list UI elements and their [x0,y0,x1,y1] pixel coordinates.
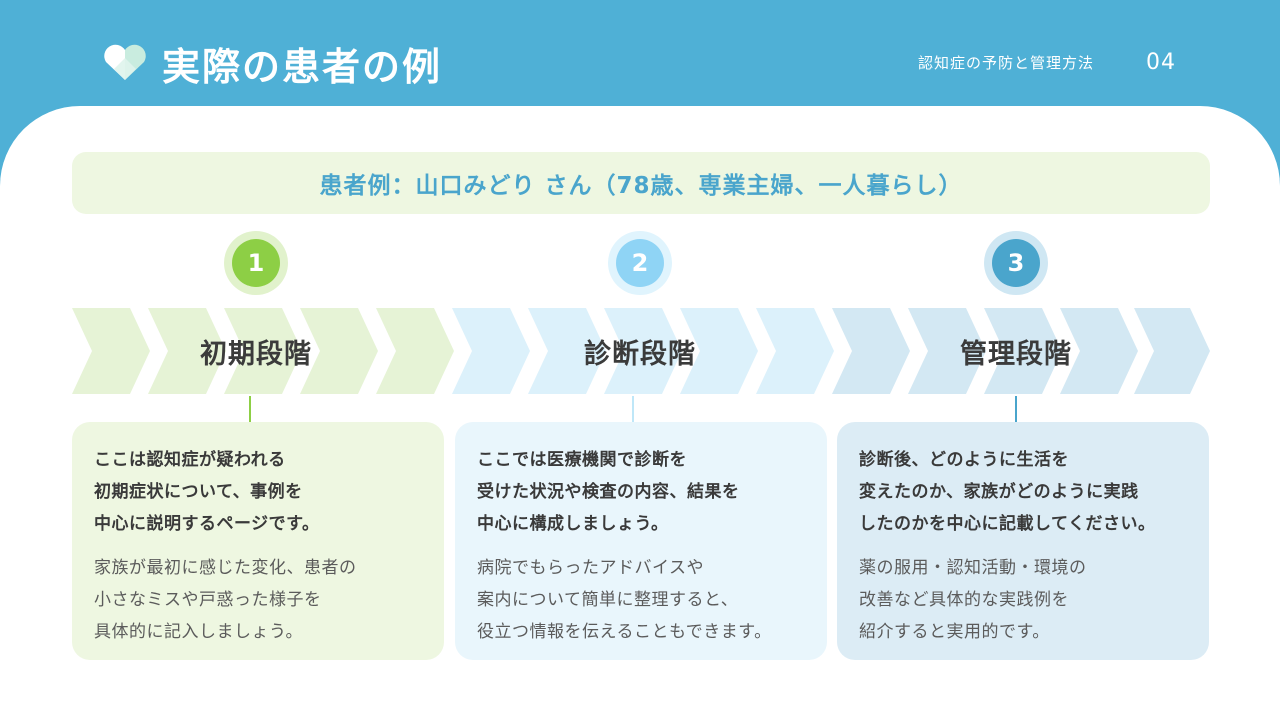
connector-line-2 [632,396,634,424]
step-number-1: 1 [232,239,280,287]
body-line: 紹介すると実用的です。 [859,622,1050,642]
lead-line: ここでは医療機関で診断を [477,450,687,470]
chevron-group-3 [832,308,1210,394]
body-line: 案内について簡単に整理すると、 [477,590,739,610]
lead-line: 受けた状況や検査の内容、結果を [477,482,740,502]
lead-line: 中心に構成しましょう。 [477,514,669,534]
body-line: 具体的に記入しましょう。 [94,622,303,642]
step-number-2: 2 [616,239,664,287]
phase-arrow-band [72,308,1210,394]
body-line: 病院でもらったアドバイスや [477,558,704,578]
page-number: 04 [1146,50,1176,75]
body-line: 改善など具体的な実践例を [859,590,1069,610]
card-body-text: 家族が最初に感じた変化、患者の 小さなミスや戸惑った様子を 具体的に記入しましょ… [94,552,424,648]
chevron-group-2 [452,308,834,394]
phase-label-diagnosis: 診断段階 [584,339,696,370]
lead-line: 初期症状について、事例を [94,482,303,502]
body-line: 役立つ情報を伝えることもできます。 [477,622,772,642]
lead-line: したのかを中心に記載してください。 [859,514,1156,534]
step-number-3: 3 [992,239,1040,287]
step-card-management: 診断後、どのように生活を 変えたのか、家族がどのように実践 したのかを中心に記載… [837,422,1209,660]
phase-label-management: 管理段階 [960,339,1072,370]
card-lead-text: ここは認知症が疑われる 初期症状について、事例を 中心に説明するページです。 [94,444,424,540]
presentation-subtitle: 認知症の予防と管理方法 [918,54,1095,72]
body-line: 薬の服用・認知活動・環境の [859,558,1087,578]
step-badge-3: 3 [984,231,1048,295]
patient-banner: 患者例：山口みどり さん（78歳、専業主婦、一人暮らし） [72,152,1210,214]
step-badge-2: 2 [608,231,672,295]
step-card-initial: ここは認知症が疑われる 初期症状について、事例を 中心に説明するページです。 家… [72,422,444,660]
connector-line-3 [1015,396,1017,424]
card-body-text: 病院でもらったアドバイスや 案内について簡単に整理すると、 役立つ情報を伝えるこ… [477,552,807,648]
body-line: 家族が最初に感じた変化、患者の [94,558,357,578]
step-badge-1: 1 [224,231,288,295]
lead-line: 診断後、どのように生活を [859,450,1069,470]
card-lead-text: 診断後、どのように生活を 変えたのか、家族がどのように実践 したのかを中心に記載… [859,444,1189,540]
lead-line: 変えたのか、家族がどのように実践 [859,482,1139,502]
card-lead-text: ここでは医療機関で診断を 受けた状況や検査の内容、結果を 中心に構成しましょう。 [477,444,807,540]
page-title: 実際の患者の例 [162,45,443,89]
header-bar: 実際の患者の例 認知症の予防と管理方法 04 [0,0,1280,120]
step-card-diagnosis: ここでは医療機関で診断を 受けた状況や検査の内容、結果を 中心に構成しましょう。… [455,422,827,660]
patient-label: 患者例：山口みどり さん（78歳、専業主婦、一人暮らし） [319,173,963,199]
lead-line: ここは認知症が疑われる [94,450,286,470]
card-body-text: 薬の服用・認知活動・環境の 改善など具体的な実践例を 紹介すると実用的です。 [859,552,1189,648]
lead-line: 中心に説明するページです。 [94,514,320,534]
heart-icon [104,44,146,80]
chevron-group-1 [72,308,454,394]
body-line: 小さなミスや戸惑った様子を [94,590,322,610]
connector-line-1 [249,396,251,424]
phase-label-initial: 初期段階 [200,339,312,370]
